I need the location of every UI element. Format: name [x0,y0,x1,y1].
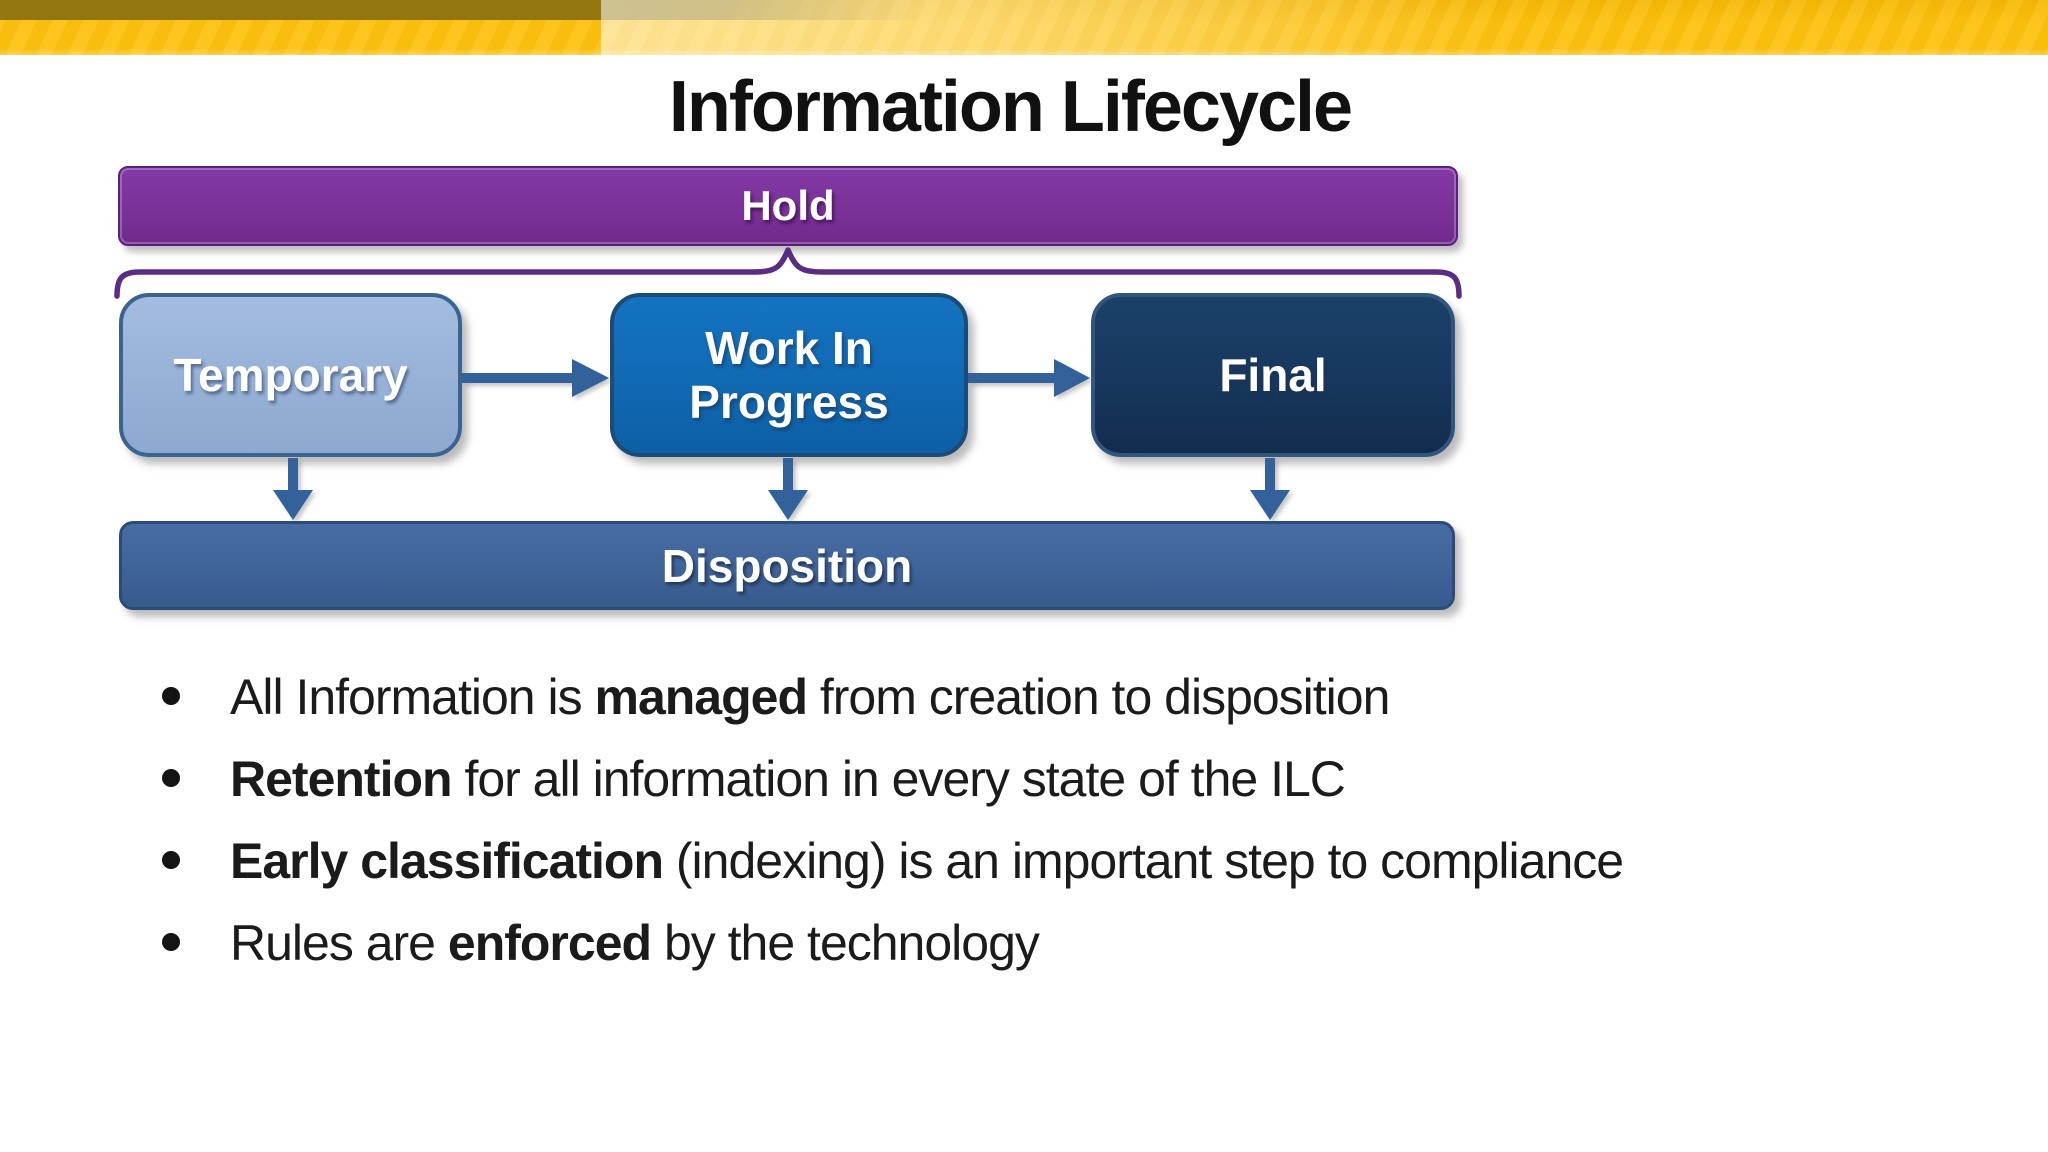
bullet-text: Early classification (indexing) is an im… [230,833,1624,889]
bullet-text: Retention for all information in every s… [230,751,1346,807]
arrow-right-icon [968,359,1090,397]
arrow-down-icon [768,458,808,520]
page-title: Information Lifecycle [668,67,1353,147]
disposition-label: Disposition [661,539,913,592]
bullet-item: Early classification (indexing) is an im… [162,831,1862,913]
hold-label: Hold [741,182,835,229]
arrow-down-icon [1250,458,1290,520]
stage-box-final: Final [1091,293,1455,457]
bullet-text: All Information is managed from creation… [230,669,1390,725]
top-banner [0,0,2048,55]
bullet-item: Rules are enforced by the technology [162,913,1862,995]
bullet-dot-icon [162,933,180,951]
bullet-text: Rules are enforced by the technology [230,915,1040,971]
stage-box-work-in-progress: Work In Progress [610,293,968,457]
banner-light-overlay [601,0,1501,55]
hold-bar: Hold [118,166,1458,246]
bullet-item: All Information is managed from creation… [162,667,1862,749]
arrow-down-icon [273,458,313,520]
bullet-item: Retention for all information in every s… [162,749,1862,831]
stage-label-final: Final [1219,348,1327,401]
stage-label-work-in-progress: Work In Progress [689,321,889,428]
bullet-dot-icon [162,769,180,787]
stage-label-temporary: Temporary [173,348,408,401]
brace-icon [114,247,1462,299]
bullet-list: All Information is managed from creation… [162,667,1862,995]
arrow-right-icon [462,359,609,397]
disposition-bar: Disposition [119,521,1455,610]
stage-box-temporary: Temporary [119,293,462,457]
bullet-dot-icon [162,687,180,705]
bullet-dot-icon [162,851,180,869]
